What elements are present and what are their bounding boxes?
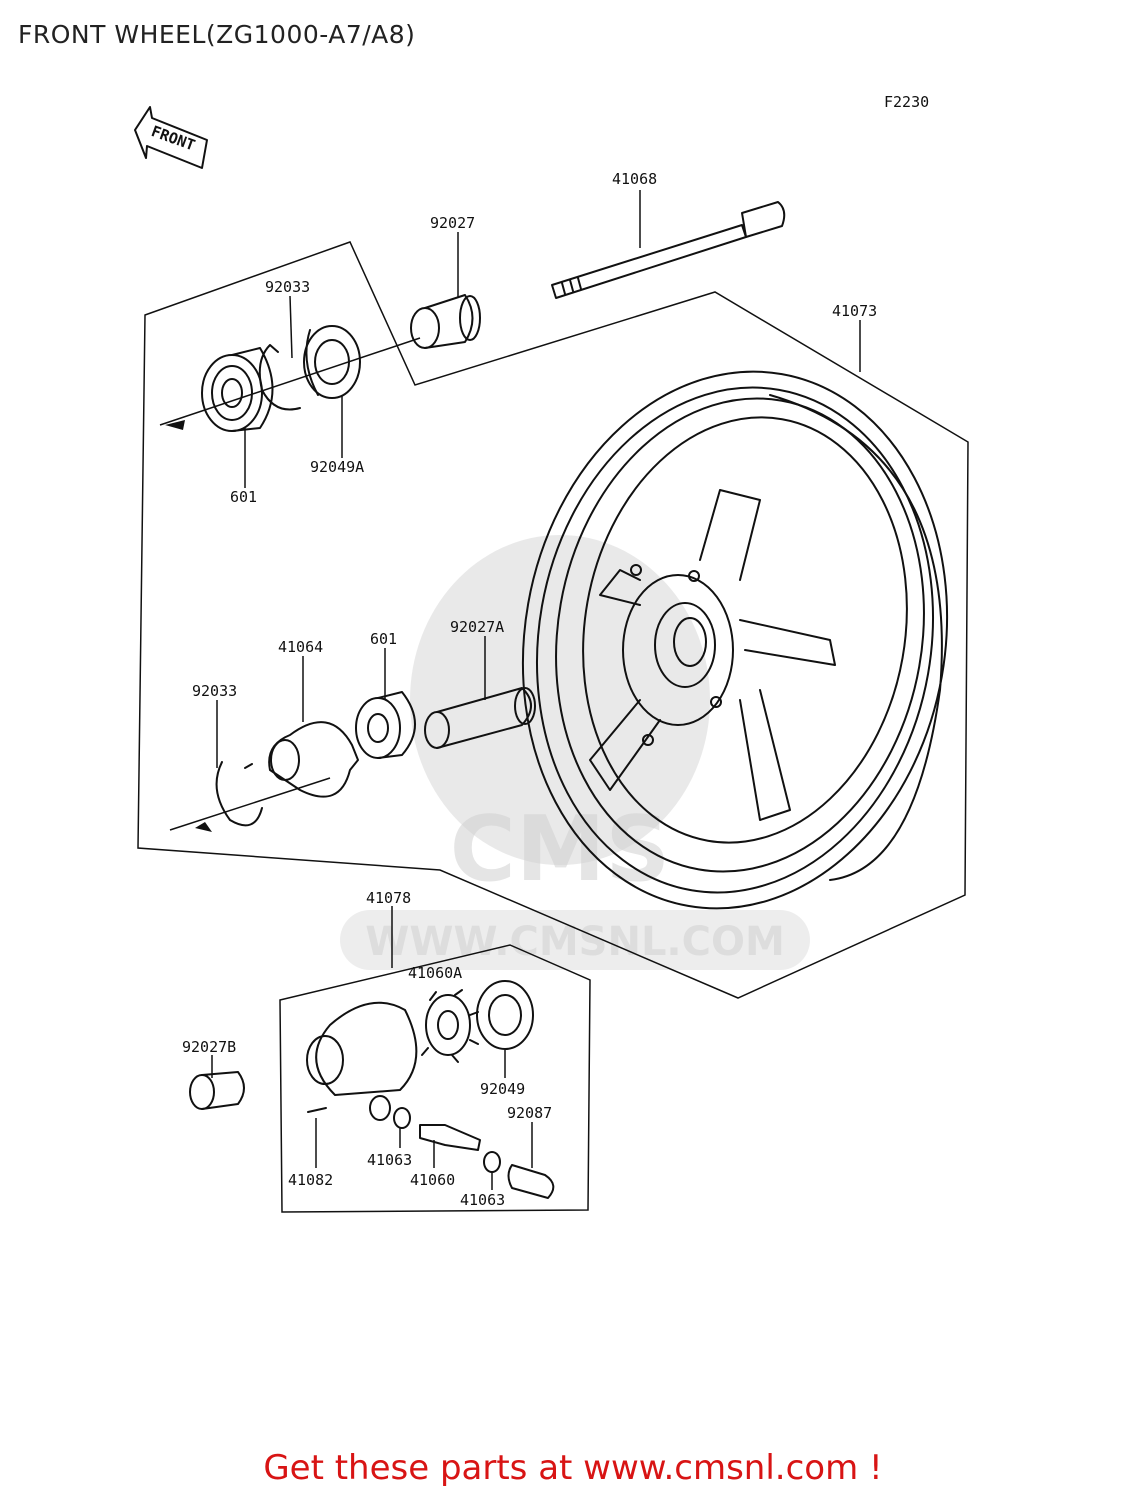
figure-code: F2230 [884,93,929,111]
oil-seal-top [303,325,361,399]
oil-seal-gear [476,980,534,1050]
label-92027B: 92027B [182,1038,236,1056]
gear-bushing [507,1164,555,1199]
axis-line-mid [169,777,331,831]
front-wheel [521,370,949,910]
meter-gear-outline [279,944,591,1213]
washer-b [483,1151,501,1173]
axis-line-top [159,337,421,426]
axis-arrow-top [165,420,185,430]
hub-plate [268,721,359,798]
page-title: FRONT WHEEL(ZG1000-A7/A8) [18,20,416,49]
label-41063-b: 41063 [460,1191,505,1209]
circlip-top [258,344,301,411]
label-41060: 41060 [410,1171,455,1189]
bearing-mid [355,691,416,759]
label-92027A: 92027A [450,618,504,636]
front-direction-arrow: FRONT [134,106,208,169]
washer-a [393,1107,411,1129]
label-41063-a: 41063 [367,1151,412,1169]
axis-arrow-mid [195,822,212,832]
bushing [189,1071,245,1110]
pin [307,1107,327,1113]
collar [410,294,481,349]
label-41068: 41068 [612,170,657,188]
promo-link[interactable]: Get these parts at www.cmsnl.com ! [263,1448,883,1488]
label-41082: 41082 [288,1171,333,1189]
label-92033-mid: 92033 [192,682,237,700]
label-601-top: 601 [230,488,257,506]
part-labels: F2230 41068 92027 92033 41073 92049A 601… [182,93,929,1209]
label-41060A: 41060A [408,964,462,982]
label-92087: 92087 [507,1104,552,1122]
label-92049A: 92049A [310,458,364,476]
leader-lines [211,190,861,1190]
watermark-brand: CMS [450,797,670,902]
label-92027: 92027 [430,214,475,232]
label-92033-top: 92033 [265,278,310,296]
bearing-top [201,347,274,432]
meter-gear [421,989,479,1063]
pinion [419,1124,481,1151]
label-92049: 92049 [480,1080,525,1098]
label-41064: 41064 [278,638,323,656]
wheel-assembly-outline [137,241,969,999]
label-41078: 41078 [366,889,411,907]
front-axle [551,201,786,299]
circlip-mid [215,761,263,827]
watermark-url: WWW.CMSNL.COM [365,919,785,965]
meter-gear-housing [306,1001,418,1121]
label-41073: 41073 [832,302,877,320]
distance-collar [424,687,536,749]
label-601-mid: 601 [370,630,397,648]
